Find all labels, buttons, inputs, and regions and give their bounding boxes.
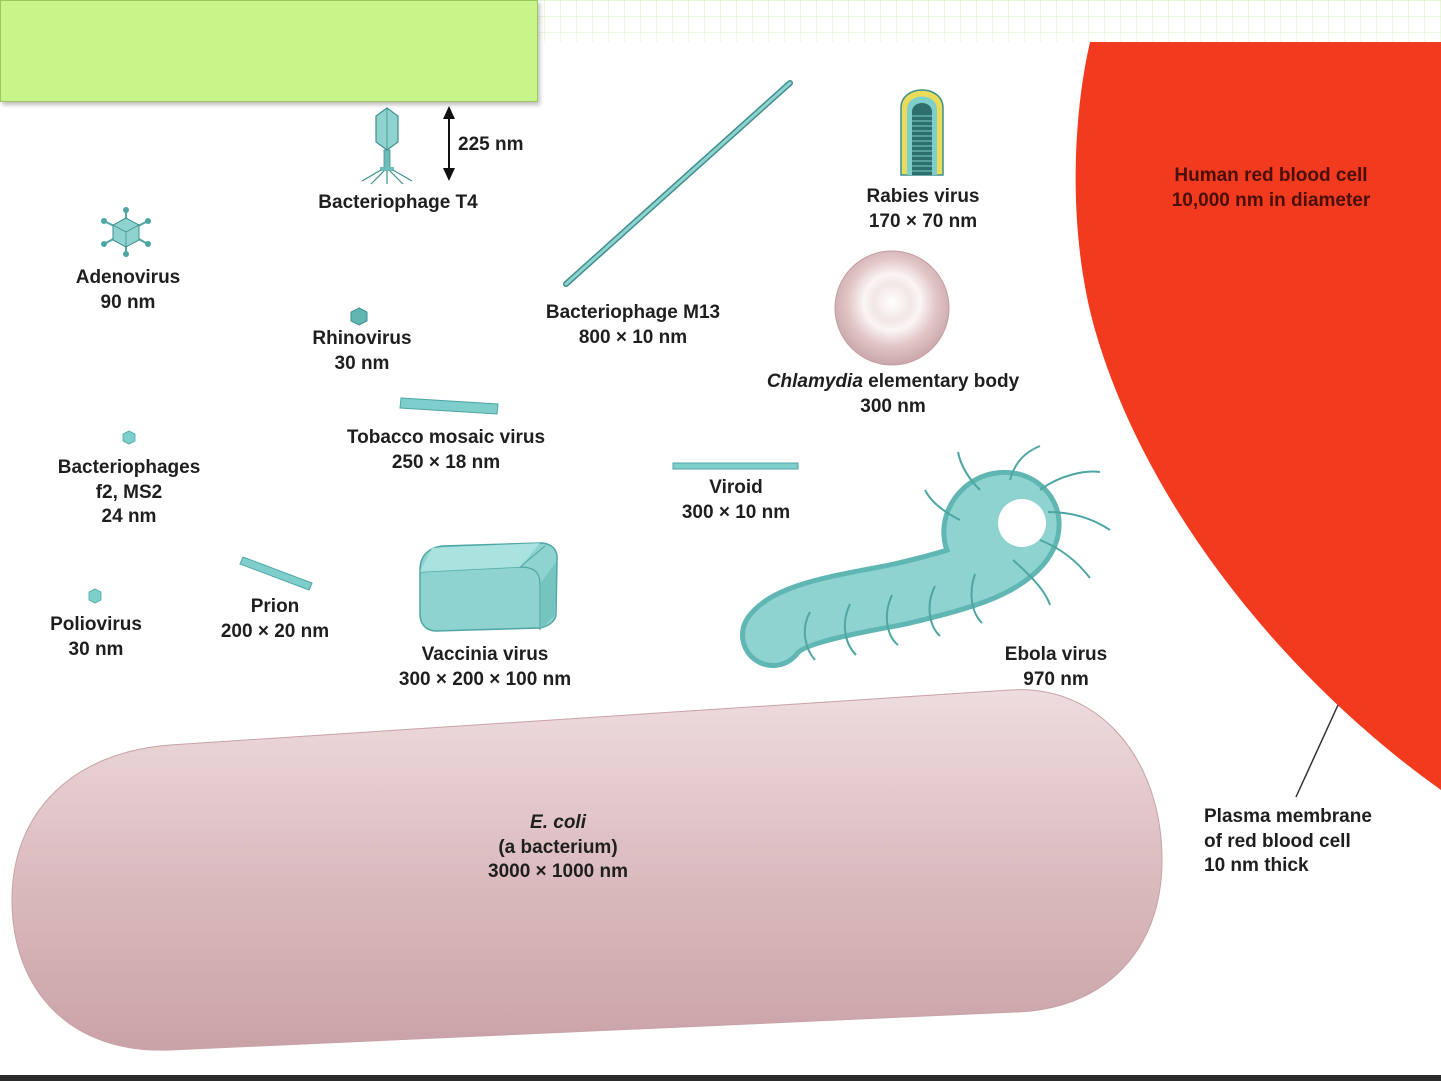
vaccinia-name: Vaccinia virus: [421, 644, 549, 665]
poliovirus-size: 30 nm: [68, 638, 124, 660]
t4-scale-label: 225 nm: [458, 134, 524, 155]
ecoli-name: E. coli: [448, 811, 668, 836]
ecoli-capsule-icon: [11, 689, 1163, 1051]
prion-name: Prion: [250, 596, 300, 617]
vaccinia-size: 300 × 200 × 100 nm: [398, 668, 572, 690]
membrane-size: 10 nm thick: [1204, 855, 1309, 876]
poliovirus-label: Poliovirus 30 nm: [26, 613, 166, 662]
viroid-label: Viroid 300 × 10 nm: [656, 476, 816, 525]
ecoli-size: 3000 × 1000 nm: [488, 861, 628, 882]
bacteriophages-label: Bacteriophages f2, MS2 24 nm: [34, 456, 224, 530]
adenovirus-size: 90 nm: [100, 291, 156, 313]
ecoli-descriptor: (a bacterium): [498, 836, 618, 858]
chlamydia-sphere-icon: [834, 250, 950, 366]
t4-name: Bacteriophage T4: [318, 192, 478, 213]
m13-filament-icon: [563, 80, 793, 287]
prion-icon: [239, 556, 313, 591]
viroid-name: Viroid: [709, 477, 763, 498]
ecoli-label: E. coli (a bacterium) 3000 × 1000 nm: [448, 811, 668, 885]
rhinovirus-icon: [350, 307, 368, 326]
bacteriophages-strains: f2, MS2: [95, 481, 163, 503]
rhinovirus-size: 30 nm: [334, 352, 390, 374]
adenovirus-label: Adenovirus 90 nm: [48, 266, 208, 315]
rbc-label: Human red blood cell 10,000 nm in diamet…: [1141, 164, 1401, 213]
red-blood-cell-icon: [1075, 42, 1441, 790]
rabies-size: 170 × 70 nm: [868, 210, 978, 232]
membrane-label: Plasma membrane of red blood cell 10 nm …: [1204, 805, 1372, 879]
chlamydia-descriptor: elementary body: [862, 371, 1020, 392]
rhinovirus-label: Rhinovirus 30 nm: [292, 327, 432, 376]
t4-label: Bacteriophage T4: [298, 191, 498, 216]
rabies-label: Rabies virus 170 × 70 nm: [833, 185, 1013, 234]
m13-label: Bacteriophage M13 800 × 10 nm: [513, 301, 753, 350]
tobacco-size: 250 × 18 nm: [391, 451, 501, 473]
poliovirus-icon: [88, 588, 102, 604]
prion-size: 200 × 20 nm: [220, 620, 330, 642]
vaccinia-box-icon: [419, 542, 558, 632]
rbc-size: 10,000 nm in diameter: [1171, 189, 1371, 211]
chlamydia-size: 300 nm: [860, 395, 926, 417]
m13-size: 800 × 10 nm: [578, 326, 688, 348]
vaccinia-label: Vaccinia virus 300 × 200 × 100 nm: [369, 643, 601, 692]
viroid-size: 300 × 10 nm: [681, 501, 791, 523]
membrane-pointer-line: [1295, 704, 1339, 798]
rbc-name: Human red blood cell: [1174, 165, 1368, 186]
chlamydia-label: Chlamydia elementary body 300 nm: [723, 370, 1063, 419]
t4-scale-arrow: [443, 106, 455, 181]
grid-background: [538, 0, 1441, 42]
membrane-name: Plasma membrane: [1204, 806, 1372, 827]
tobacco-label: Tobacco mosaic virus 250 × 18 nm: [316, 426, 576, 475]
title-box: [0, 0, 538, 102]
bacteriophages-size: 24 nm: [101, 506, 157, 527]
ebola-size: 970 nm: [1023, 668, 1089, 690]
ebola-label: Ebola virus 970 nm: [976, 643, 1136, 692]
viroid-rod-icon: [672, 462, 799, 470]
adenovirus-icon: [101, 207, 151, 257]
m13-name: Bacteriophage M13: [545, 302, 721, 323]
bottom-bar: [0, 1075, 1441, 1081]
rabies-name: Rabies virus: [866, 186, 980, 207]
adenovirus-name: Adenovirus: [75, 267, 181, 288]
tobacco-name: Tobacco mosaic virus: [346, 427, 546, 448]
prion-label: Prion 200 × 20 nm: [200, 595, 350, 644]
chlamydia-genus: Chlamydia: [766, 371, 863, 392]
ebola-filament-icon: [740, 445, 1111, 668]
chlamydia-name: Chlamydia elementary body: [723, 370, 1063, 395]
bacteriophages-name: Bacteriophages: [57, 457, 201, 478]
ebola-name: Ebola virus: [1004, 644, 1108, 665]
rabies-bullet-icon: [900, 89, 944, 176]
membrane-subject: of red blood cell: [1204, 830, 1351, 852]
poliovirus-name: Poliovirus: [50, 614, 142, 635]
tobacco-mosaic-rod-icon: [399, 397, 499, 415]
bacteriophage-f2-icon: [122, 430, 136, 445]
rhinovirus-name: Rhinovirus: [312, 328, 412, 349]
ecoli-species: E. coli: [530, 812, 586, 833]
bacteriophage-t4-icon: [361, 107, 413, 185]
